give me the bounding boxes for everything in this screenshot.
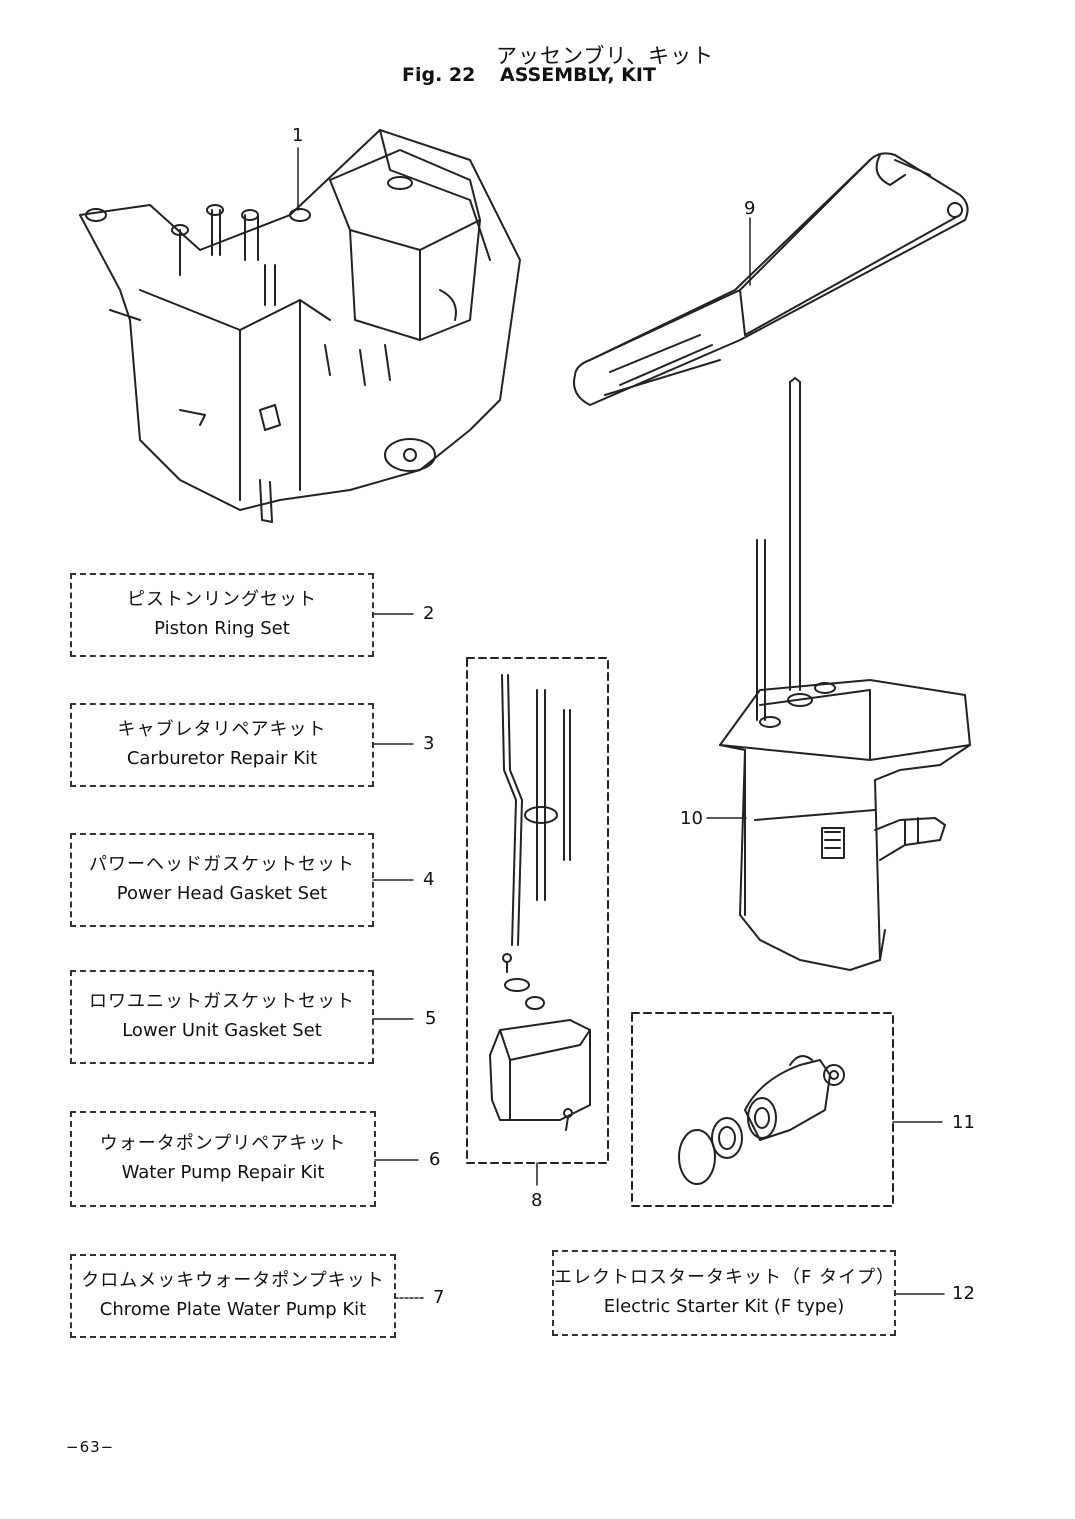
kit-label-english: Carburetor Repair Kit [126, 748, 318, 769]
kit-piston-ring-set: ピストンリングセット Piston Ring Set [70, 573, 374, 657]
kit-chrome-plate-water-pump-kit: クロムメッキウォータポンプキット Chrome Plate Water Pump… [70, 1254, 396, 1338]
figure-number: Fig. 22 [402, 64, 476, 86]
kit-label-english: Chrome Plate Water Pump Kit [99, 1299, 367, 1320]
kit-label-japanese: クロムメッキウォータポンプキット [81, 1270, 385, 1291]
kit-label-english: Power Head Gasket Set [116, 883, 328, 904]
callout-1: 1 [292, 125, 304, 146]
callout-4: 4 [423, 869, 435, 890]
kit-label-english: Lower Unit Gasket Set [122, 1020, 322, 1041]
callout-6: 6 [429, 1149, 441, 1170]
kit-label-japanese: キャブレタリペアキット [117, 719, 327, 740]
kit-label-japanese: エレクトロスタータキット（F タイプ） [554, 1267, 896, 1288]
lower-unit-illustration [719, 377, 971, 971]
callout-9: 9 [744, 198, 756, 219]
callout-7: 7 [433, 1287, 445, 1308]
tiller-handle-illustration [573, 152, 969, 406]
callout-11: 11 [952, 1112, 975, 1133]
kit-electric-starter-kit: エレクトロスタータキット（F タイプ） Electric Starter Kit… [552, 1250, 896, 1336]
kit-lower-unit-gasket-set: ロワユニットガスケットセット Lower Unit Gasket Set [70, 970, 374, 1064]
starter-housing-illustration [678, 1055, 845, 1185]
kit-label-japanese: ウォータポンプリペアキット [99, 1133, 347, 1154]
power-head-illustration [79, 129, 521, 523]
kit-power-head-gasket-set: パワーヘッドガスケットセット Power Head Gasket Set [70, 833, 374, 927]
page-number: −63− [66, 1438, 115, 1456]
kit-label-english: Piston Ring Set [154, 618, 290, 639]
callout-12: 12 [952, 1283, 975, 1304]
kit-carburetor-repair-kit: キャブレタリペアキット Carburetor Repair Kit [70, 703, 374, 787]
callout-2: 2 [423, 603, 435, 624]
kit-label-japanese: ピストンリングセット [127, 589, 317, 610]
kit-label-japanese: パワーヘッドガスケットセット [89, 854, 355, 875]
water-pump-parts-illustration [489, 674, 591, 1131]
title-japanese: アッセンブリ、キット [496, 44, 715, 68]
kit-label-english: Electric Starter Kit (F type) [603, 1296, 845, 1317]
callout-3: 3 [423, 733, 435, 754]
kit-label-english: Water Pump Repair Kit [121, 1162, 325, 1183]
kit-water-pump-repair-kit: ウォータポンプリペアキット Water Pump Repair Kit [70, 1111, 376, 1207]
callout-5: 5 [425, 1008, 437, 1029]
callout-10: 10 [680, 808, 703, 829]
kit-label-japanese: ロワユニットガスケットセット [89, 991, 355, 1012]
title-english: ASSEMBLY, KIT [500, 64, 656, 86]
callout-8: 8 [531, 1190, 543, 1211]
